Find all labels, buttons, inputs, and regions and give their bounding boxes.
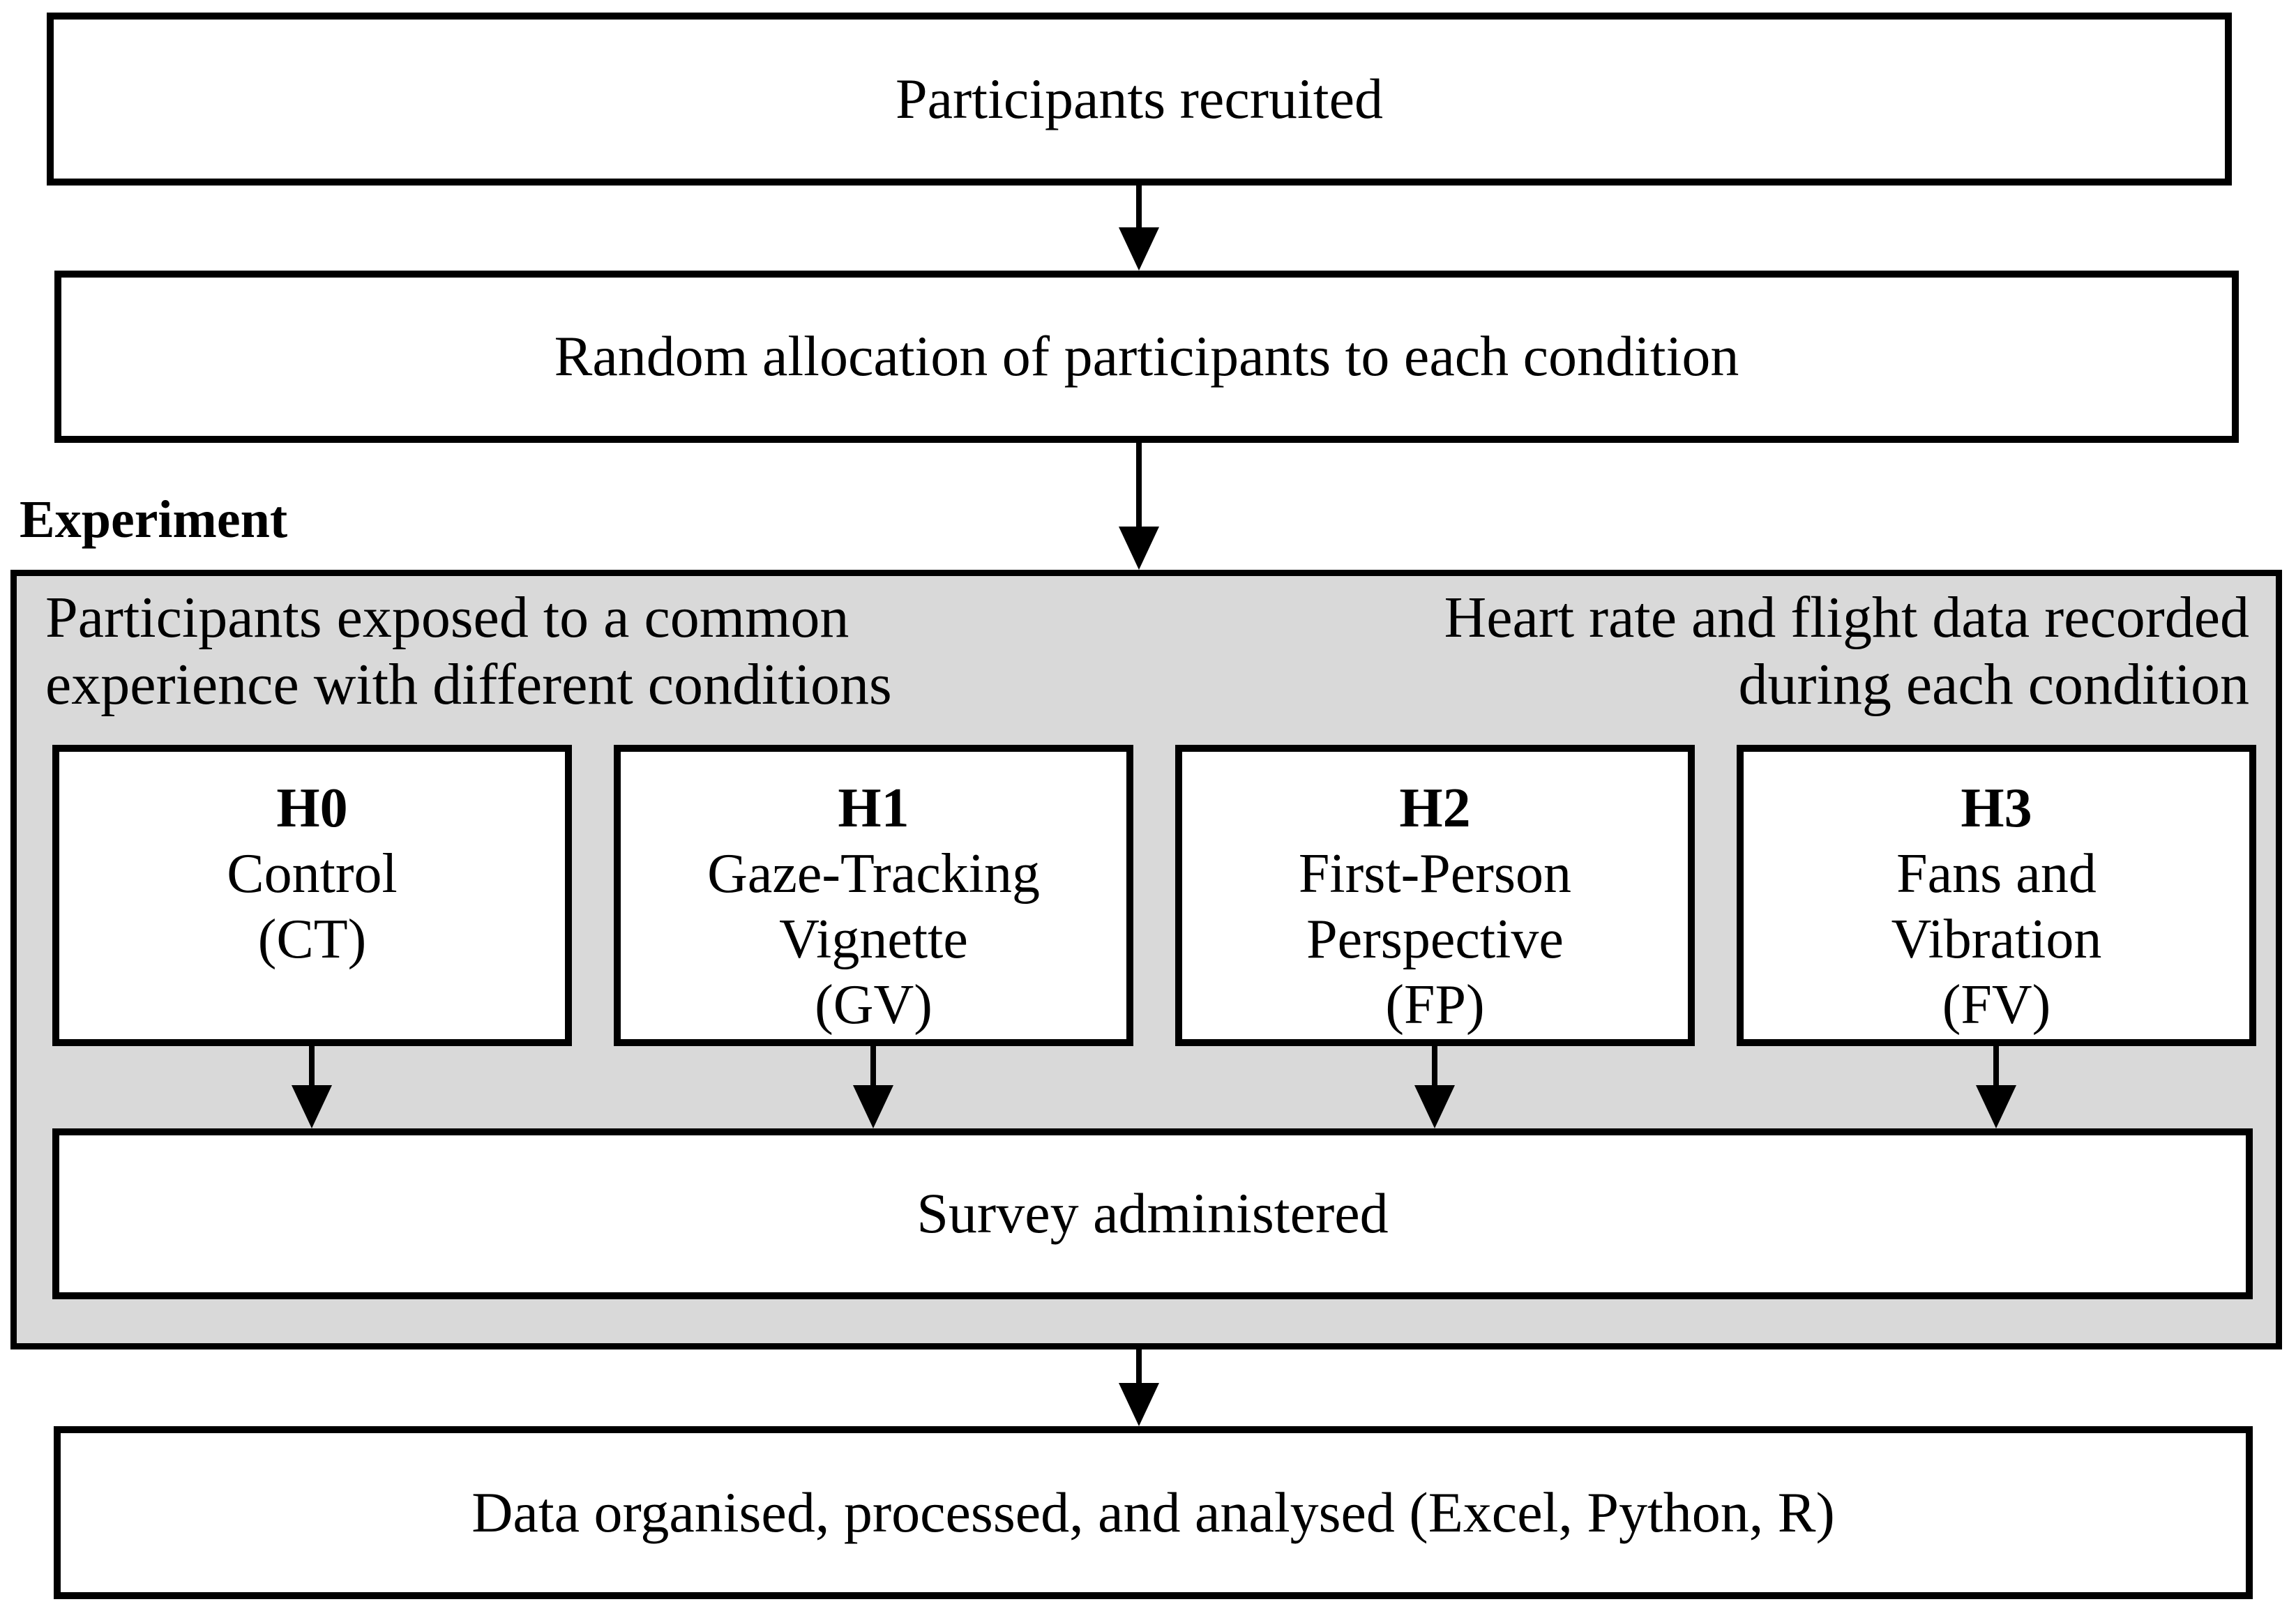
arrow-stem xyxy=(1136,186,1142,232)
participants-recruited-box: Participants recruited xyxy=(47,13,2232,186)
condition-h1-line3: (GV) xyxy=(815,974,932,1036)
condition-h2-line3: (FP) xyxy=(1385,974,1485,1036)
arrow-stem xyxy=(309,1046,315,1089)
arrow-stem xyxy=(1136,443,1142,531)
condition-h2-line2: Perspective xyxy=(1306,909,1564,970)
condition-h0-line1: Control xyxy=(227,843,398,905)
arrow-stem xyxy=(1136,1349,1142,1387)
arrow-head xyxy=(1119,227,1159,271)
panel-note-right-line1: Heart rate and flight data recorded xyxy=(1444,585,2249,650)
condition-h0-id: H0 xyxy=(276,778,348,839)
condition-h3-id: H3 xyxy=(1961,778,2032,839)
panel-note-left-line2: experience with different conditions xyxy=(45,652,892,717)
condition-h2-id: H2 xyxy=(1399,778,1471,839)
arrow-down-icon xyxy=(1119,443,1159,570)
data-analysis-box: Data organised, processed, and analysed … xyxy=(54,1426,2253,1599)
condition-h1-id: H1 xyxy=(838,778,909,839)
condition-box-h0: H0 Control (CT) xyxy=(52,745,572,1046)
arrow-stem xyxy=(870,1046,876,1089)
condition-box-h2: H2 First-Person Perspective (FP) xyxy=(1175,745,1695,1046)
condition-h3-line3: (FV) xyxy=(1942,974,2051,1036)
arrow-head xyxy=(1976,1085,2016,1128)
experiment-section-label: Experiment xyxy=(20,490,288,549)
arrow-head xyxy=(292,1085,332,1128)
survey-administered-box: Survey administered xyxy=(52,1128,2253,1299)
survey-administered-label: Survey administered xyxy=(916,1181,1389,1246)
condition-h2-line1: First-Person xyxy=(1298,843,1572,905)
condition-box-h1: H1 Gaze-Tracking Vignette (GV) xyxy=(614,745,1133,1046)
arrow-down-icon xyxy=(292,1046,332,1128)
random-allocation-box: Random allocation of participants to eac… xyxy=(54,271,2239,443)
condition-h1-line1: Gaze-Tracking xyxy=(707,843,1040,905)
condition-box-h3: H3 Fans and Vibration (FV) xyxy=(1737,745,2256,1046)
arrow-down-icon xyxy=(1414,1046,1455,1128)
arrow-down-icon xyxy=(1976,1046,2016,1128)
panel-note-left-line1: Participants exposed to a common xyxy=(45,585,849,650)
panel-note-right: Heart rate and flight data recorded duri… xyxy=(1444,584,2249,718)
random-allocation-label: Random allocation of participants to eac… xyxy=(554,324,1739,388)
condition-h3-line1: Fans and xyxy=(1896,843,2097,905)
participants-recruited-label: Participants recruited xyxy=(895,66,1383,130)
arrow-down-icon xyxy=(1119,1349,1159,1426)
arrow-head xyxy=(1119,1383,1159,1426)
condition-h3-line2: Vibration xyxy=(1891,909,2102,970)
condition-h0-line2: (CT) xyxy=(257,909,367,970)
condition-h1-line2: Vignette xyxy=(779,909,968,970)
arrow-head xyxy=(853,1085,893,1128)
arrow-down-icon xyxy=(1119,186,1159,271)
arrow-down-icon xyxy=(853,1046,893,1128)
panel-note-right-line2: during each condition xyxy=(1738,652,2249,717)
data-analysis-label: Data organised, processed, and analysed … xyxy=(471,1480,1835,1544)
arrow-head xyxy=(1119,527,1159,570)
arrow-stem xyxy=(1432,1046,1437,1089)
arrow-stem xyxy=(1993,1046,1999,1089)
arrow-head xyxy=(1414,1085,1455,1128)
panel-note-left: Participants exposed to a common experie… xyxy=(45,584,892,718)
